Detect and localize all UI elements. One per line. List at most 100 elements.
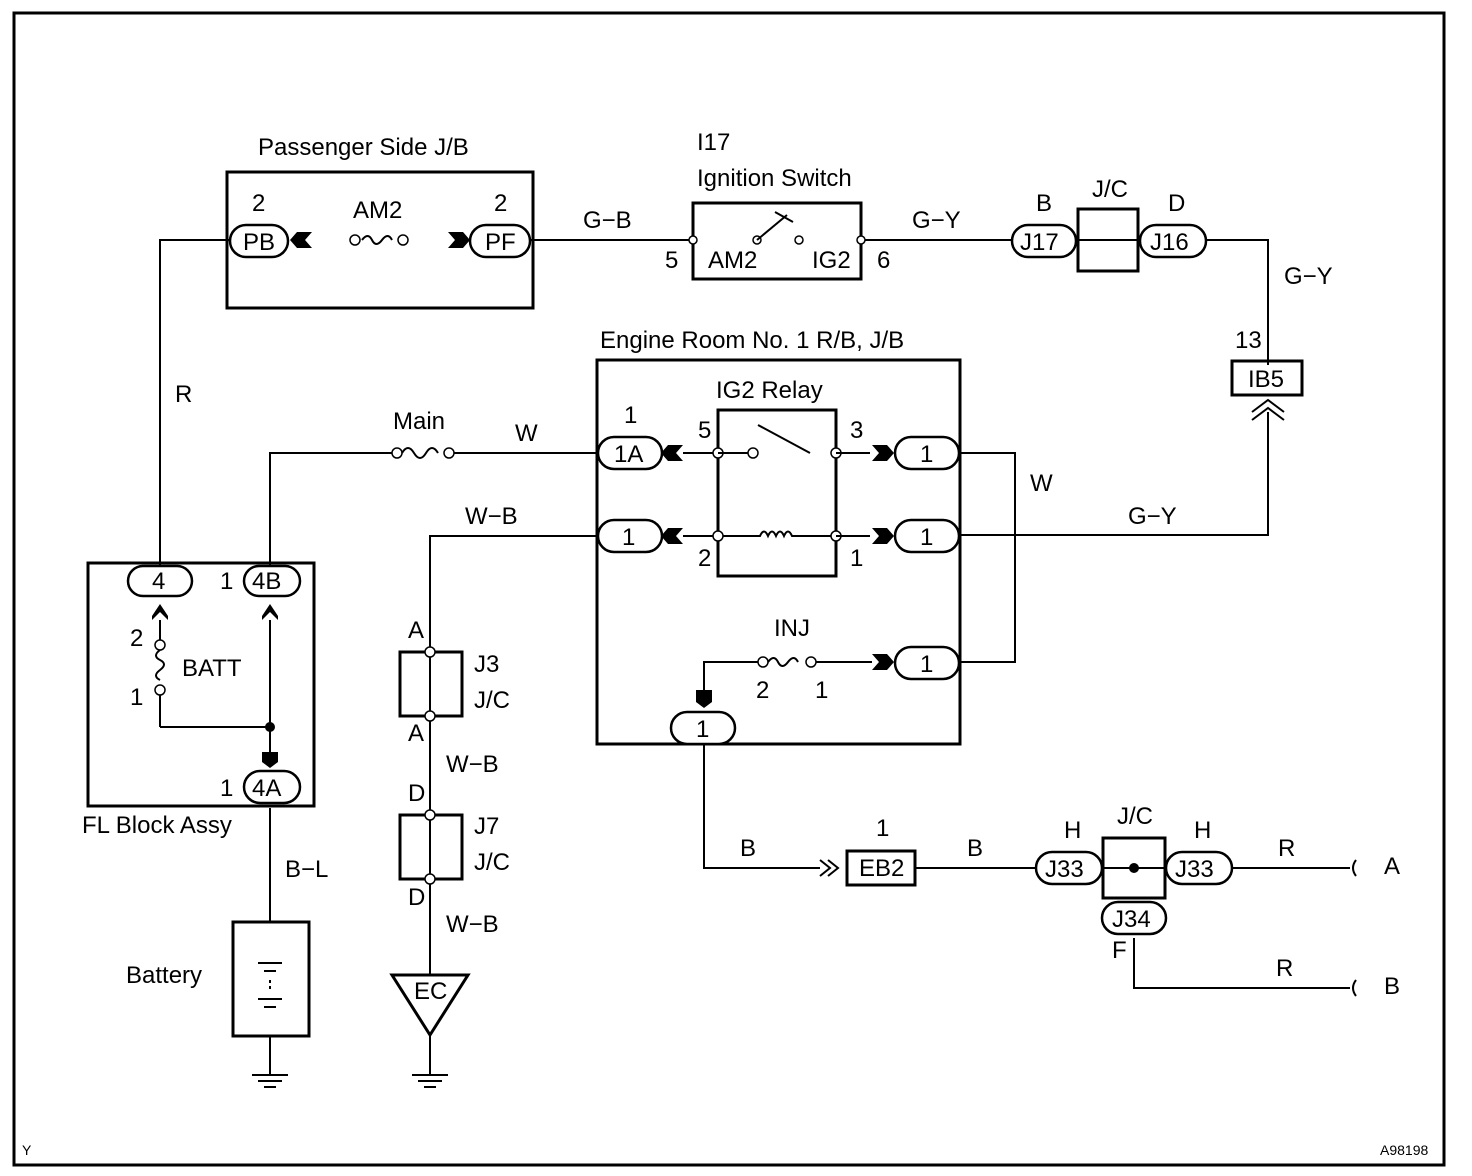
label-connectors-c1: 1 <box>920 651 933 678</box>
label-pins-batt_1: 1 <box>130 684 143 711</box>
connector-arrow-icon <box>290 232 312 248</box>
label-outputs-b: B <box>1384 973 1400 1000</box>
connector-eb2: EB2 1 <box>819 815 917 887</box>
label-connectors-j33: J33 <box>1175 856 1214 883</box>
connector-arrow-icon <box>448 232 470 248</box>
label-pins-j16: D <box>1168 190 1185 217</box>
label-connectors-pf: PF <box>485 229 516 256</box>
label-pins-ib5: 13 <box>1235 327 1262 354</box>
fuse-icon <box>361 235 393 245</box>
junction-j33-j34: H J33 J/C H J33 J34 F <box>1034 803 1234 964</box>
engine-room-rb: Engine Room No. 1 R/B, J/B 1A 1 1 IG2 Re… <box>595 327 962 746</box>
wires <box>159 239 1350 1075</box>
label-pins-j3_bot: A <box>408 720 424 747</box>
label-connectors-j16: J16 <box>1150 229 1189 256</box>
label-labels-ignition_id: I17 <box>697 129 730 156</box>
label-wires-gb: G−B <box>583 207 632 234</box>
label-pins-c4b: 1 <box>220 568 233 595</box>
label-pins-sw_am2: AM2 <box>708 247 757 274</box>
label-pins-j7_bot: D <box>408 884 425 911</box>
label-labels-am2_fuse: AM2 <box>353 197 402 224</box>
label-wires-bl: B−L <box>285 856 328 883</box>
label-labels-jc_j3: J3 <box>474 651 499 678</box>
label-labels-inj_fuse: INJ <box>774 615 810 642</box>
connector-pb-label: PB <box>243 229 275 256</box>
relay-coil-icon <box>723 530 831 539</box>
label-connectors-c1a: 1A <box>614 441 643 468</box>
connector-pb <box>228 223 290 259</box>
label-pins-sw_out: 6 <box>877 247 890 274</box>
label-labels-ignition_name: Ignition Switch <box>697 165 852 192</box>
label-pins-j3_top: A <box>408 617 424 644</box>
label-labels-jc_j7: J7 <box>474 813 499 840</box>
label-labels-battery: Battery <box>126 962 202 989</box>
label-pins-sw_ig2: IG2 <box>812 247 851 274</box>
diagram-frame <box>12 11 1446 1167</box>
label-labels-jc: J/C <box>1092 176 1128 203</box>
label-wires-wb: W−B <box>465 503 518 530</box>
label-labels-jc: J/C <box>474 849 510 876</box>
connector-pf <box>468 223 532 259</box>
label-outputs-a: A <box>1384 853 1400 880</box>
label-labels-ground_ec: EC <box>414 978 447 1005</box>
label-connectors-c1: 1 <box>920 524 933 551</box>
label-pins-inj_1: 1 <box>815 677 828 704</box>
ignition-switch: I17 Ignition Switch 5 AM2 IG2 6 <box>665 129 890 281</box>
label-pins-relay_3: 3 <box>850 417 863 444</box>
label-wires-wb: W−B <box>446 911 499 938</box>
passenger-side-jb: Passenger Side J/B PB 2 AM2 PF 2 <box>225 134 535 310</box>
battery: Battery <box>126 920 311 1088</box>
label-connectors-j33: J33 <box>1045 856 1084 883</box>
footer-right: A98198 <box>1380 1142 1428 1158</box>
fl-block-assy: FL Block Assy 4 4B 1 2 1 BATT 4A 1 <box>82 561 316 839</box>
label-pins-relay_2: 2 <box>698 545 711 572</box>
label-connectors-c4b: 4B <box>252 568 281 595</box>
label-wires-gy: G−Y <box>912 207 961 234</box>
main-fuse: Main <box>391 408 455 459</box>
label-connectors-c4: 4 <box>152 568 165 595</box>
ground-ec: EC <box>389 973 471 1088</box>
label-pins-relay_5: 5 <box>698 417 711 444</box>
label-connectors-c4a: 4A <box>252 775 281 802</box>
label-wires-wb: W−B <box>446 751 499 778</box>
label-connectors-c1: 1 <box>622 524 635 551</box>
label-connectors-c1: 1 <box>696 716 709 743</box>
label-wires-r: R <box>1276 955 1293 982</box>
label-pins-j7_top: D <box>408 780 425 807</box>
label-connectors-c1: 1 <box>920 441 933 468</box>
label-pins-c1a: 1 <box>624 402 637 429</box>
label-pins-eb2: 1 <box>876 815 889 842</box>
label-labels-engine_room: Engine Room No. 1 R/B, J/B <box>600 327 904 354</box>
label-pins-pb: 2 <box>252 190 265 217</box>
label-wires-gy: G−Y <box>1284 263 1333 290</box>
label-labels-main_fuse: Main <box>393 408 445 435</box>
label-pins-inj_2: 2 <box>756 677 769 704</box>
label-pins-j34: F <box>1112 937 1127 964</box>
label-wires-gy: G−Y <box>1128 503 1177 530</box>
label-labels-batt_fuse: BATT <box>182 655 242 682</box>
junction-j3: A J3 J/C A <box>398 617 510 747</box>
label-pins-j33_r: H <box>1194 817 1211 844</box>
label-pins-batt_2: 2 <box>130 625 143 652</box>
label-connectors-j17: J17 <box>1020 229 1059 256</box>
label-labels-jc: J/C <box>1117 803 1153 830</box>
footer-left: Y <box>22 1142 32 1158</box>
label-connectors-j34: J34 <box>1112 906 1151 933</box>
label-pins-pf: 2 <box>494 190 507 217</box>
label-wires-b: B <box>967 835 983 862</box>
label-pins-j33_l: H <box>1064 817 1081 844</box>
junction-j7: D J7 J/C D <box>398 780 510 911</box>
label-wires-w: W <box>1030 470 1053 497</box>
connector-ib5: 13 IB5 <box>1230 327 1304 421</box>
label-pins-c4a: 1 <box>220 775 233 802</box>
junction-j17-j16: J17 B J/C J16 D <box>1010 176 1208 273</box>
passenger-jb-title: Passenger Side J/B <box>258 134 469 161</box>
label-wires-r: R <box>175 381 192 408</box>
label-wires-b: B <box>740 835 756 862</box>
label-pins-sw_in: 5 <box>665 247 678 274</box>
label-pins-j17: B <box>1036 190 1052 217</box>
label-wires-w: W <box>515 420 538 447</box>
label-connectors-eb2: EB2 <box>859 855 904 882</box>
label-pins-relay_1: 1 <box>850 545 863 572</box>
